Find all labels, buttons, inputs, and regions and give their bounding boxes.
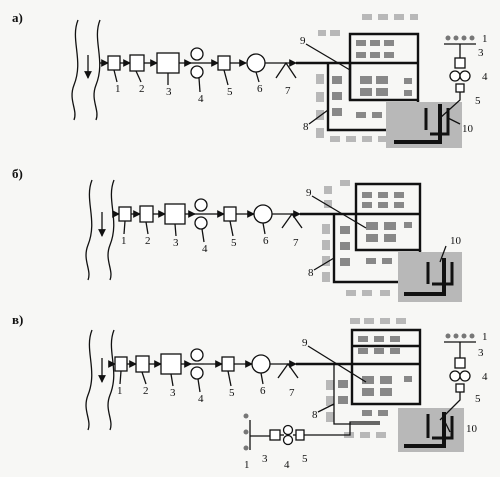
c-aux-label-3: 3 bbox=[478, 347, 484, 359]
panel-b: б) bbox=[12, 166, 462, 302]
c-bot-label-1: 1 bbox=[244, 459, 250, 471]
reservoir-4-bottom bbox=[190, 65, 204, 79]
c-aux-label-4: 4 bbox=[482, 371, 488, 383]
b-label-4: 4 bbox=[202, 243, 208, 255]
c-label-4: 4 bbox=[198, 393, 204, 405]
river-bank-left bbox=[71, 19, 79, 121]
c-label-7: 7 bbox=[289, 387, 295, 399]
b-label-2: 2 bbox=[145, 235, 151, 247]
label-5: 5 bbox=[227, 86, 233, 98]
c-label-2: 2 bbox=[143, 385, 149, 397]
label-3: 3 bbox=[166, 86, 172, 98]
c-aux-label-5: 5 bbox=[475, 393, 481, 405]
aux-pump-5 bbox=[455, 83, 465, 93]
c-bot-label-4: 4 bbox=[284, 459, 290, 471]
label-aux-1: 1 bbox=[482, 33, 488, 45]
c-bot-label-5: 5 bbox=[302, 453, 308, 465]
river-bank-right bbox=[93, 19, 101, 121]
aux-treatment-3 bbox=[454, 57, 466, 69]
c-label-6: 6 bbox=[260, 385, 266, 397]
label-6: 6 bbox=[257, 83, 263, 95]
c-label-8: 8 bbox=[312, 409, 318, 421]
reservoir-4-top bbox=[190, 47, 204, 61]
intake-1 bbox=[107, 55, 121, 71]
label-aux-5: 5 bbox=[475, 95, 481, 107]
b-label-9: 9 bbox=[306, 187, 312, 199]
label-aux-4: 4 bbox=[482, 71, 488, 83]
c-label-10: 10 bbox=[466, 423, 478, 435]
treatment-3 bbox=[156, 52, 180, 74]
b-label-5: 5 bbox=[231, 237, 237, 249]
panel-label-v: в) bbox=[12, 312, 23, 327]
c-label-9: 9 bbox=[302, 337, 308, 349]
b-label-6: 6 bbox=[263, 235, 269, 247]
label-7: 7 bbox=[285, 85, 291, 97]
label-aux-3: 3 bbox=[478, 47, 484, 59]
label-4: 4 bbox=[198, 93, 204, 105]
label-2: 2 bbox=[139, 83, 145, 95]
label-10: 10 bbox=[462, 123, 474, 135]
b-label-10: 10 bbox=[450, 235, 462, 247]
b-label-3: 3 bbox=[173, 237, 179, 249]
b-label-7: 7 bbox=[293, 237, 299, 249]
b-label-1: 1 bbox=[121, 235, 127, 247]
label-8: 8 bbox=[303, 121, 309, 133]
c-label-5: 5 bbox=[229, 387, 235, 399]
c-bot-label-3: 3 bbox=[262, 453, 268, 465]
tower-6 bbox=[246, 53, 266, 73]
pump-station-5 bbox=[217, 55, 231, 71]
panel-a: а) bbox=[12, 10, 488, 148]
label-1: 1 bbox=[115, 83, 121, 95]
panel-label-b: б) bbox=[12, 166, 23, 181]
b-label-8: 8 bbox=[308, 267, 314, 279]
label-9: 9 bbox=[300, 35, 306, 47]
c-label-3: 3 bbox=[170, 387, 176, 399]
pump-station-2 bbox=[129, 54, 145, 72]
c-aux-label-1: 1 bbox=[482, 331, 488, 343]
panel-label-a: а) bbox=[12, 10, 23, 25]
c-label-1: 1 bbox=[117, 385, 123, 397]
conduit-7-marker bbox=[275, 61, 297, 79]
panel-v: в) bbox=[12, 312, 488, 471]
